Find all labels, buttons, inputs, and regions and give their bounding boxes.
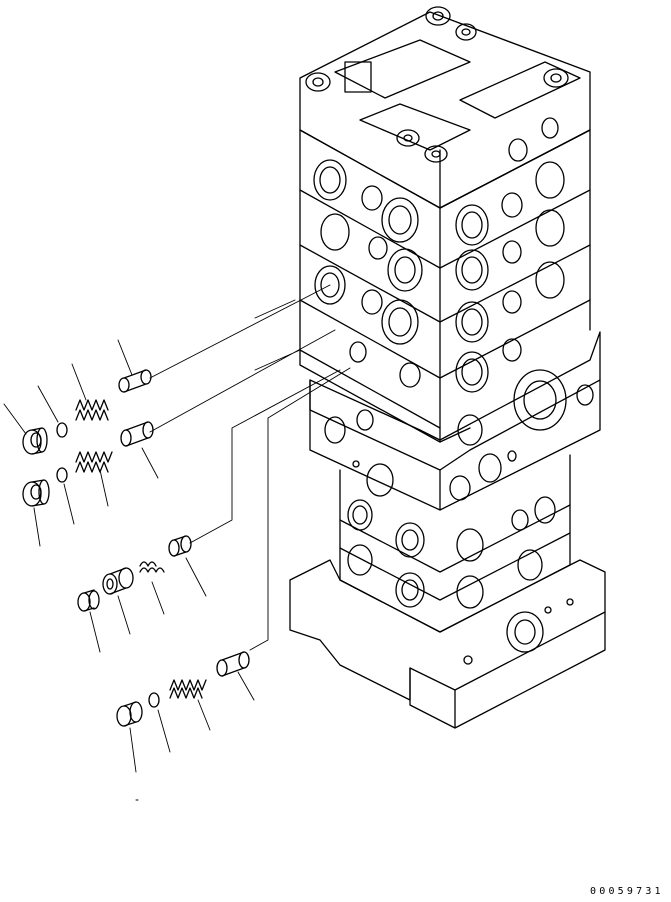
part-group-2 (22, 421, 154, 507)
o-ring-2 (56, 467, 68, 483)
valve-spool-2 (120, 421, 154, 447)
part-group-3 (77, 535, 192, 612)
cover-tab (344, 61, 372, 93)
left-face-ports (313, 159, 423, 388)
sleeve-3 (102, 567, 134, 595)
base-ports (463, 598, 574, 665)
control-valve-assembly (289, 6, 606, 729)
valve-base (289, 559, 606, 701)
cover-bolts (305, 6, 569, 163)
part-group-1 (22, 369, 152, 455)
spring-2 (75, 451, 113, 473)
valve-sections-right-face (439, 129, 591, 443)
spring-3 (139, 561, 165, 573)
valve-base-front (409, 611, 606, 729)
plug-4 (116, 701, 143, 727)
spring-4 (169, 679, 207, 699)
plug-2 (22, 479, 50, 507)
valve-mid-flange-front (309, 379, 601, 511)
flange-ports (324, 369, 594, 501)
plug-1 (22, 427, 48, 455)
lower-section-ports (347, 496, 556, 609)
piston-3 (168, 535, 192, 557)
lower-section-seams (339, 504, 571, 601)
cover-recess-right (459, 61, 581, 119)
valve-mid-flange (309, 331, 601, 471)
o-ring-4 (148, 692, 160, 708)
part-group-4 (116, 651, 250, 727)
o-ring-1 (56, 422, 68, 438)
valve-sections-left-face (299, 129, 441, 443)
valve-lower-sections (339, 454, 571, 633)
cover-recess-left (334, 39, 471, 99)
section-seams (299, 189, 591, 429)
right-face-ports (455, 117, 565, 393)
valve-spool-1 (118, 369, 152, 393)
cover-recess-front (359, 103, 471, 151)
spring-1 (75, 399, 109, 421)
valve-spool-4 (216, 651, 250, 677)
plug-3 (77, 589, 100, 612)
assembly-leader-lines (149, 284, 351, 651)
drawing-number: 00059731 (590, 886, 664, 897)
valve-top-cover (299, 11, 591, 209)
callout-leaders (3, 339, 255, 801)
